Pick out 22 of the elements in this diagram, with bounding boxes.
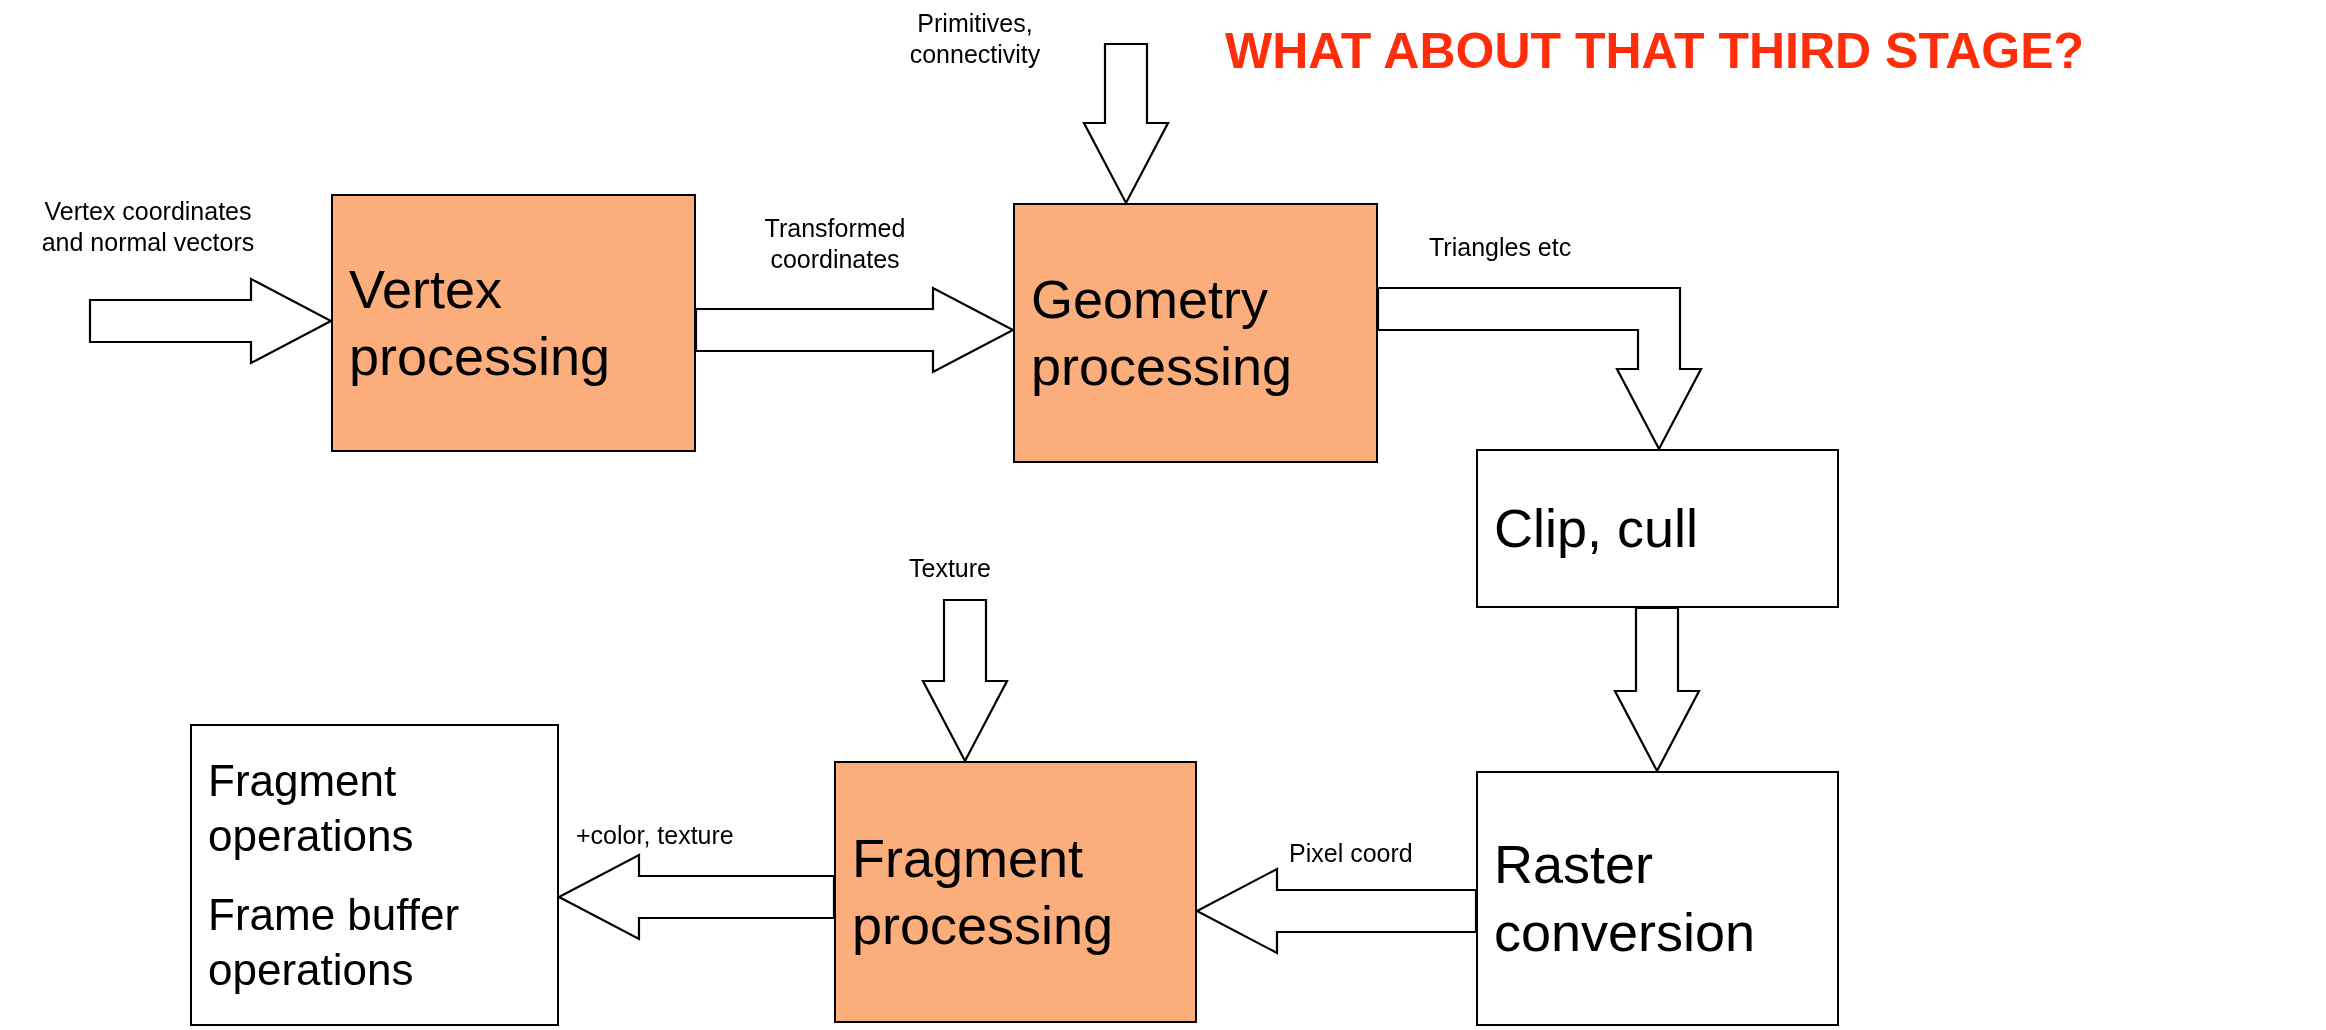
process-box: [1476, 449, 1839, 608]
box-label: Vertex processing: [349, 257, 612, 388]
hollow-arrow: [1376, 286, 1703, 452]
process-box: [834, 761, 1197, 1023]
hollow-arrow: [1082, 42, 1170, 206]
box-label: Fragment operations: [208, 755, 415, 862]
hollow-arrow: [88, 277, 334, 365]
hollow-arrow: [556, 853, 836, 941]
hollow-arrow: [1613, 606, 1701, 774]
box-label: Raster conversion: [1494, 833, 1757, 964]
title: WHAT ABOUT THAT THIRD STAGE?: [1225, 22, 2085, 81]
hollow-arrow: [1194, 867, 1478, 955]
box-label: Clip, cull: [1494, 496, 1700, 560]
process-box: [1013, 203, 1378, 463]
box-label: Fragment processing: [852, 826, 1115, 957]
box-label: Geometry processing: [1031, 267, 1294, 398]
process-box: [1476, 771, 1839, 1026]
hollow-arrow: [694, 286, 1016, 374]
hollow-arrow: [921, 598, 1009, 764]
process-box: [190, 724, 559, 1026]
process-box: [331, 194, 696, 452]
box-label: Frame buffer operations: [208, 889, 461, 996]
